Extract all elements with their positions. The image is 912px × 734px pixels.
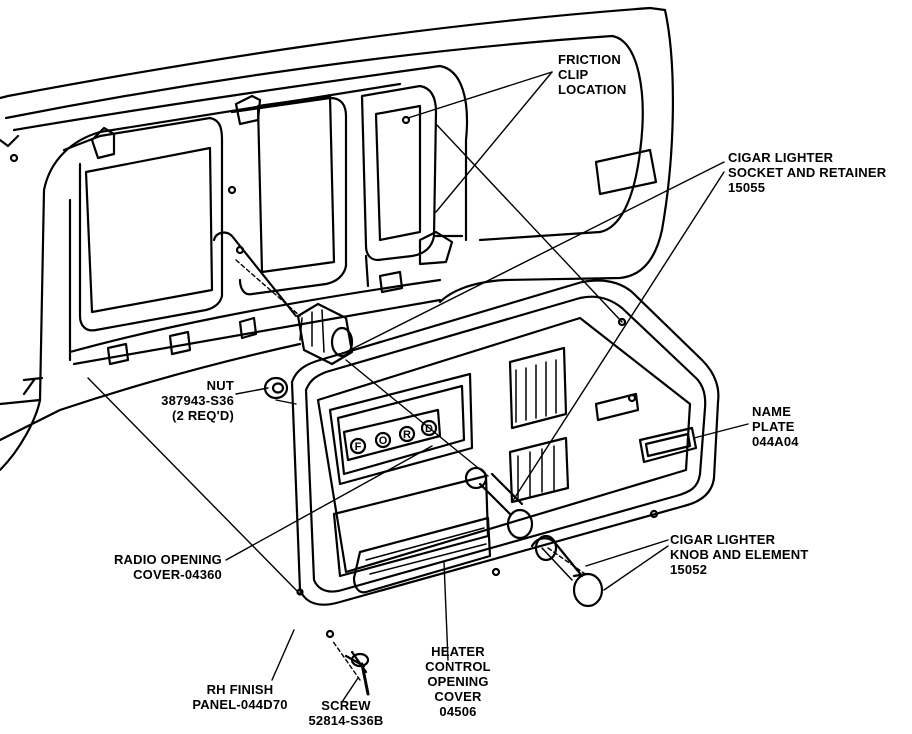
ford-letter-f: F xyxy=(355,441,362,453)
label-nut-line3: (2 REQ'D) xyxy=(172,408,234,423)
cigar-lighter-socket-installed xyxy=(478,472,534,540)
label-radio-opening-cover: RADIO OPENING COVER-04360 xyxy=(96,552,222,582)
label-heater-line1: HEATER xyxy=(431,644,485,659)
ford-nameplate-letters: F O R D xyxy=(355,423,433,453)
cigar-lighter-knob xyxy=(530,534,604,608)
label-heater-line2: CONTROL xyxy=(425,659,491,674)
label-cigar-knob-line3: 15052 xyxy=(670,562,708,577)
label-rh-panel-line2: PANEL-044D70 xyxy=(192,697,288,712)
label-screw-line1: SCREW xyxy=(321,698,371,713)
label-heater-line5: 04506 xyxy=(439,704,477,719)
rh-finish-panel xyxy=(290,279,720,639)
label-rh-panel-line1: RH FINISH xyxy=(206,682,274,697)
label-cigar-knob-line2: KNOB AND ELEMENT xyxy=(670,547,809,562)
label-heater-line4: COVER xyxy=(434,689,482,704)
label-cigar-socket-line2: SOCKET AND RETAINER xyxy=(728,165,887,180)
leader-lines xyxy=(87,71,749,703)
cigar-lighter-socket xyxy=(212,231,354,366)
label-screw: SCREW 52814-S36B xyxy=(296,698,396,728)
ford-letter-d: D xyxy=(425,423,433,435)
label-cigar-lighter-socket: CIGAR LIGHTER SOCKET AND RETAINER 15055 xyxy=(728,150,886,195)
label-heater-line3: OPENING xyxy=(427,674,489,689)
label-friction-clip: FRICTION CLIP LOCATION xyxy=(558,52,627,97)
label-friction-clip-line3: LOCATION xyxy=(558,82,627,97)
label-friction-clip-line1: FRICTION xyxy=(558,52,621,67)
ford-letter-r: R xyxy=(403,429,411,441)
label-radio-cover-line1: RADIO OPENING xyxy=(113,552,222,567)
label-screw-line2: 52814-S36B xyxy=(308,713,384,728)
label-name-plate: NAME PLATE 044A04 xyxy=(752,404,799,449)
label-nut-line1: NUT xyxy=(206,378,234,393)
label-name-plate-line1: NAME xyxy=(752,404,792,419)
label-cigar-socket-line3: 15055 xyxy=(728,180,766,195)
label-name-plate-line3: 044A04 xyxy=(752,434,799,449)
label-nut: NUT 387943-S36 (2 REQ'D) xyxy=(122,378,234,423)
label-friction-clip-line2: CLIP xyxy=(558,67,589,82)
label-nut-line2: 387943-S36 xyxy=(161,393,234,408)
label-heater-control-cover: HEATER CONTROL OPENING COVER 04506 xyxy=(408,644,508,719)
label-cigar-lighter-knob: CIGAR LIGHTER KNOB AND ELEMENT 15052 xyxy=(670,532,809,577)
instrument-panel xyxy=(0,6,675,472)
label-rh-finish-panel: RH FINISH PANEL-044D70 xyxy=(180,682,300,712)
label-cigar-socket-line1: CIGAR LIGHTER xyxy=(728,150,834,165)
ford-letter-o: O xyxy=(379,435,388,447)
screw-part xyxy=(344,650,370,696)
label-cigar-knob-line1: CIGAR LIGHTER xyxy=(670,532,776,547)
label-name-plate-line2: PLATE xyxy=(752,419,795,434)
label-radio-cover-line2: COVER-04360 xyxy=(133,567,222,582)
